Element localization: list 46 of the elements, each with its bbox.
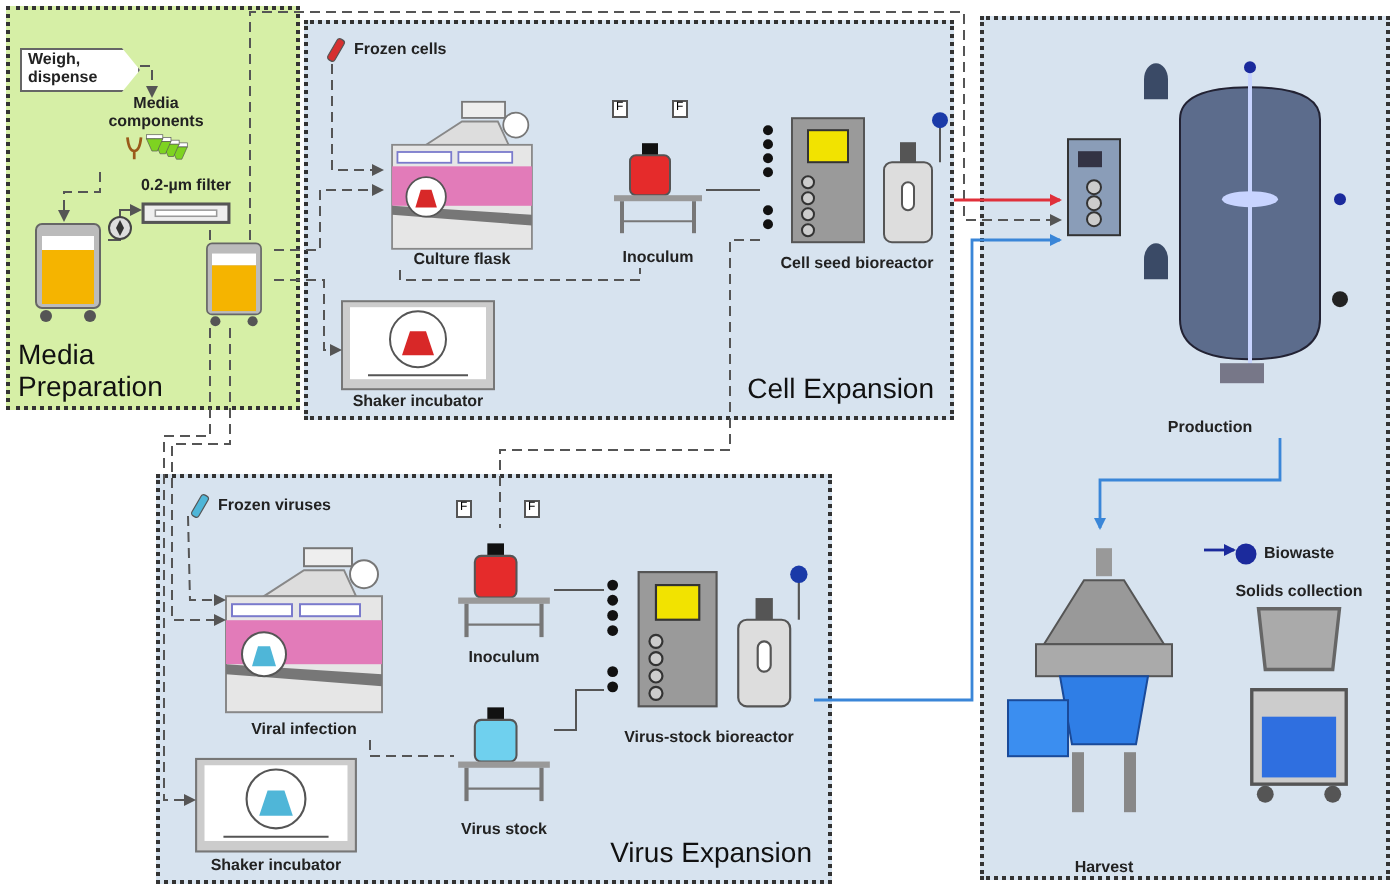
equipment-label: Solids collection [1235, 584, 1363, 602]
equipment-label: Media components [106, 96, 206, 132]
flow-arrow [273, 184, 384, 251]
equipment-label: Biowaste [1264, 545, 1335, 563]
transfer-line [705, 189, 761, 191]
flow-arrow [187, 515, 226, 606]
equipment-label: Shaker incubator [352, 394, 484, 412]
equipment-label: Production [1167, 420, 1253, 438]
flow-arrow [171, 327, 231, 626]
equipment-label: Frozen cells [354, 41, 447, 59]
transfer-line [553, 589, 605, 591]
equipment-label: Virus-stock bioreactor [624, 730, 794, 748]
transfer-line [553, 689, 605, 731]
flow-arrow [107, 204, 142, 241]
stage-heading: Media Preparation [18, 340, 165, 402]
flow-arrow [814, 234, 1062, 702]
equipment-label: Harvest [1074, 860, 1134, 878]
flow-arrow [331, 63, 384, 176]
process-stage-panel [304, 20, 954, 420]
transfer-line [499, 239, 761, 529]
equipment-label: Shaker incubator [210, 858, 342, 876]
equipment-label: Inoculum [468, 650, 540, 668]
transfer-line [369, 739, 455, 757]
flow-arrow [249, 11, 1062, 241]
equipment-label: Viral infection [251, 722, 357, 740]
process-stage-panel [6, 6, 300, 410]
equipment-label: 0.2-µm filter [140, 178, 232, 196]
flow-arrow [1094, 438, 1282, 530]
flow-arrow [139, 65, 158, 98]
transfer-line [399, 267, 641, 281]
equipment-label: Frozen viruses [218, 497, 331, 515]
equipment-label: Inoculum [622, 250, 694, 268]
equipment-label: Cell seed bioreactor [780, 256, 934, 274]
stage-heading: Cell Expansion [747, 373, 934, 404]
process-stage-panel [980, 16, 1390, 880]
flow-arrow [163, 327, 211, 806]
equipment-label: Culture flask [413, 252, 511, 270]
flow-arrow [273, 279, 342, 356]
flow-arrow [954, 194, 1062, 206]
stage-heading: Virus Expansion [610, 837, 812, 868]
flow-arrow [1204, 544, 1236, 556]
transfer-line [209, 229, 211, 241]
process-stage-panel [156, 474, 832, 884]
instruction-tag: Weigh, dispense [20, 48, 140, 92]
equipment-label: Virus stock [461, 822, 547, 840]
flow-arrow [58, 171, 101, 222]
